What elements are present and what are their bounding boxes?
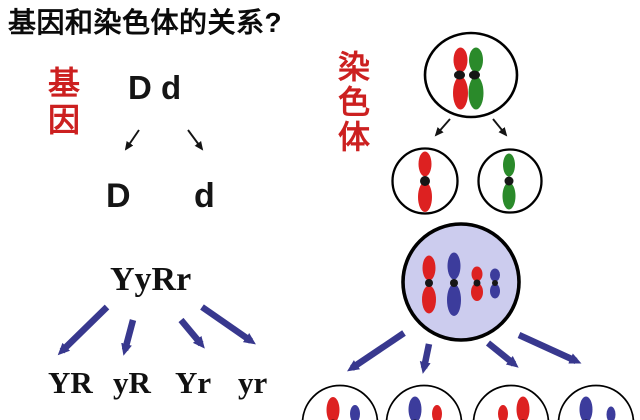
arrow-parent-to-left-daughter <box>434 118 451 137</box>
arrow-Dd-to-D <box>124 129 140 151</box>
chromosome-red-large-icon <box>453 47 468 110</box>
arrow-cell-to-gamete-2 <box>419 343 433 374</box>
gene-section-label: 基因 <box>47 65 80 138</box>
allele-d: d <box>194 177 215 215</box>
arrow-YyRr-to-yr <box>200 304 256 345</box>
chromosome-green-large-icon <box>502 153 516 210</box>
gamete-label-Yr: Yr <box>175 365 212 400</box>
chromosome-blue-large-icon <box>447 252 461 316</box>
chromosome-red-small-icon <box>471 266 483 301</box>
page-title: 基因和染色体的关系? <box>8 7 283 38</box>
gamete-cell-2 <box>385 384 463 420</box>
arrow-YyRr-to-YR <box>57 304 110 356</box>
dihybrid-cell <box>401 222 521 342</box>
gamete-label-yr: yr <box>238 365 268 400</box>
arrow-Dd-to-d <box>187 129 204 151</box>
arrow-YyRr-to-Yr <box>178 317 205 349</box>
allele-D: D <box>106 177 131 215</box>
gamete-cell-4 <box>557 384 635 420</box>
chromosome-red-large-icon <box>418 151 432 212</box>
gamete-cell-1 <box>301 384 379 420</box>
arrow-cell-to-gamete-3 <box>485 340 519 368</box>
daughter-cell-red <box>391 147 459 215</box>
daughter-cell-green <box>477 148 543 214</box>
arrow-cell-to-gamete-4 <box>517 332 582 364</box>
gamete-cell-3 <box>472 384 550 420</box>
gamete-label-yR: yR <box>113 365 151 400</box>
chromosome-blue-small-icon <box>490 268 500 299</box>
chromosome-red-large-icon <box>422 255 436 314</box>
gamete-label-YR: YR <box>48 365 93 400</box>
chromosome-blue-small-icon <box>350 405 360 420</box>
arrow-parent-to-right-daughter <box>492 118 508 137</box>
chromosome-blue-small-icon <box>606 406 616 420</box>
chromosome-red-small-icon <box>498 405 508 420</box>
chromosome-section-label: 染色体 <box>337 49 370 155</box>
chromosome-green-large-icon <box>468 47 484 110</box>
chromosome-red-small-icon <box>432 405 442 420</box>
dihybrid-genotype: YyRr <box>110 261 192 298</box>
arrow-cell-to-gamete-1 <box>347 330 406 372</box>
parent-cell <box>423 31 519 119</box>
arrow-YyRr-to-yR <box>121 319 137 356</box>
parent-genotype: D d <box>128 69 182 106</box>
